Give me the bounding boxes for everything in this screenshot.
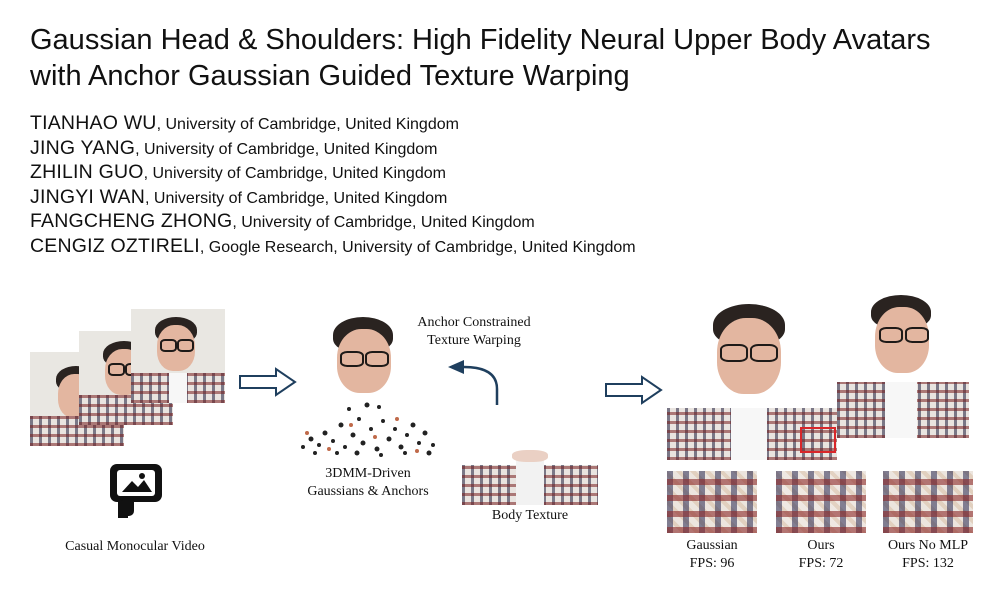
method-name: Gaussian [686, 538, 738, 553]
warping-caption: Anchor Constrained Texture Warping [400, 314, 548, 350]
author-name: FANGCHENG ZHONG [30, 210, 233, 232]
paper-title: Gaussian Head & Shoulders: High Fidelity… [30, 22, 990, 94]
crop-ours [776, 471, 866, 533]
fps-value: FPS: 132 [902, 556, 954, 571]
gaussians-caption-line-1: 3DMM-Driven [325, 466, 411, 481]
fps-value: FPS: 96 [689, 556, 735, 571]
body-texture-caption: Body Texture [491, 508, 569, 523]
author-name: JINGYI WAN [30, 185, 146, 208]
author-name: CENGIZ OZTIRELI [30, 234, 200, 257]
comparison-ours-label: Ours FPS: 72 [766, 537, 876, 573]
author-affiliation: , Google Research, University of Cambrid… [199, 238, 636, 256]
warping-caption-line-2: Texture Warping [427, 333, 521, 348]
method-name: Ours [807, 538, 835, 553]
author-affiliation: , University of Cambridge, United Kingdo… [156, 116, 459, 133]
crop-ours-no-mlp [883, 471, 973, 533]
author-4: JINGYI WAN, University of Cambridge, Uni… [30, 186, 990, 211]
author-name: JING YANG [30, 136, 136, 159]
author-affiliation: , University of Cambridge, United Kingdo… [135, 140, 438, 158]
input-caption: Casual Monocular Video [65, 539, 205, 554]
crop-gaussian [667, 471, 757, 533]
author-name: TIANHAO WU [30, 112, 157, 134]
author-6: CENGIZ OZTIRELI, Google Research, Univer… [30, 235, 990, 260]
comparison-ours-no-mlp-label: Ours No MLP FPS: 132 [873, 537, 983, 573]
output-render-side [837, 295, 969, 438]
warping-caption-line-1: Anchor Constrained [417, 315, 531, 330]
author-list: TIANHAO WU, University of Cambridge, Uni… [30, 112, 990, 259]
arrow-right-icon [605, 375, 663, 405]
body-texture-image [462, 450, 598, 505]
title-line-2: with Anchor Gaussian Guided Texture Warp… [30, 60, 630, 92]
video-frame-3 [131, 309, 225, 403]
comparison-gaussian-label: Gaussian FPS: 96 [657, 537, 767, 573]
author-affiliation: , University of Cambridge, United Kingdo… [232, 214, 535, 231]
curved-arrow-icon [448, 360, 499, 405]
anchor-points [301, 402, 435, 457]
author-affiliation: , University of Cambridge, United Kingdo… [145, 189, 448, 207]
method-name: Ours No MLP [887, 538, 969, 553]
teaser-figure: Casual Monocular Video 3DMM-Driven Gauss… [0, 295, 1000, 593]
author-name: ZHILIN GUO [30, 161, 144, 183]
output-render-front [667, 300, 837, 460]
zoom-highlight-box [800, 427, 836, 453]
author-3: ZHILIN GUO, University of Cambridge, Uni… [30, 161, 990, 186]
title-line-1: Gaussian Head & Shoulders: High Fidelity… [30, 24, 931, 56]
arrow-right-icon [239, 367, 297, 397]
author-1: TIANHAO WU, University of Cambridge, Uni… [30, 112, 990, 137]
author-5: FANGCHENG ZHONG, University of Cambridge… [30, 210, 990, 235]
gaussians-caption-line-2: Gaussians & Anchors [307, 484, 429, 499]
gaussians-caption: 3DMM-Driven Gaussians & Anchors [293, 465, 443, 501]
gaussians-render [293, 315, 443, 457]
author-2: JING YANG, University of Cambridge, Unit… [30, 137, 990, 162]
fps-value: FPS: 72 [798, 556, 844, 571]
video-camera-icon [110, 464, 162, 518]
author-affiliation: , University of Cambridge, United Kingdo… [143, 165, 446, 182]
